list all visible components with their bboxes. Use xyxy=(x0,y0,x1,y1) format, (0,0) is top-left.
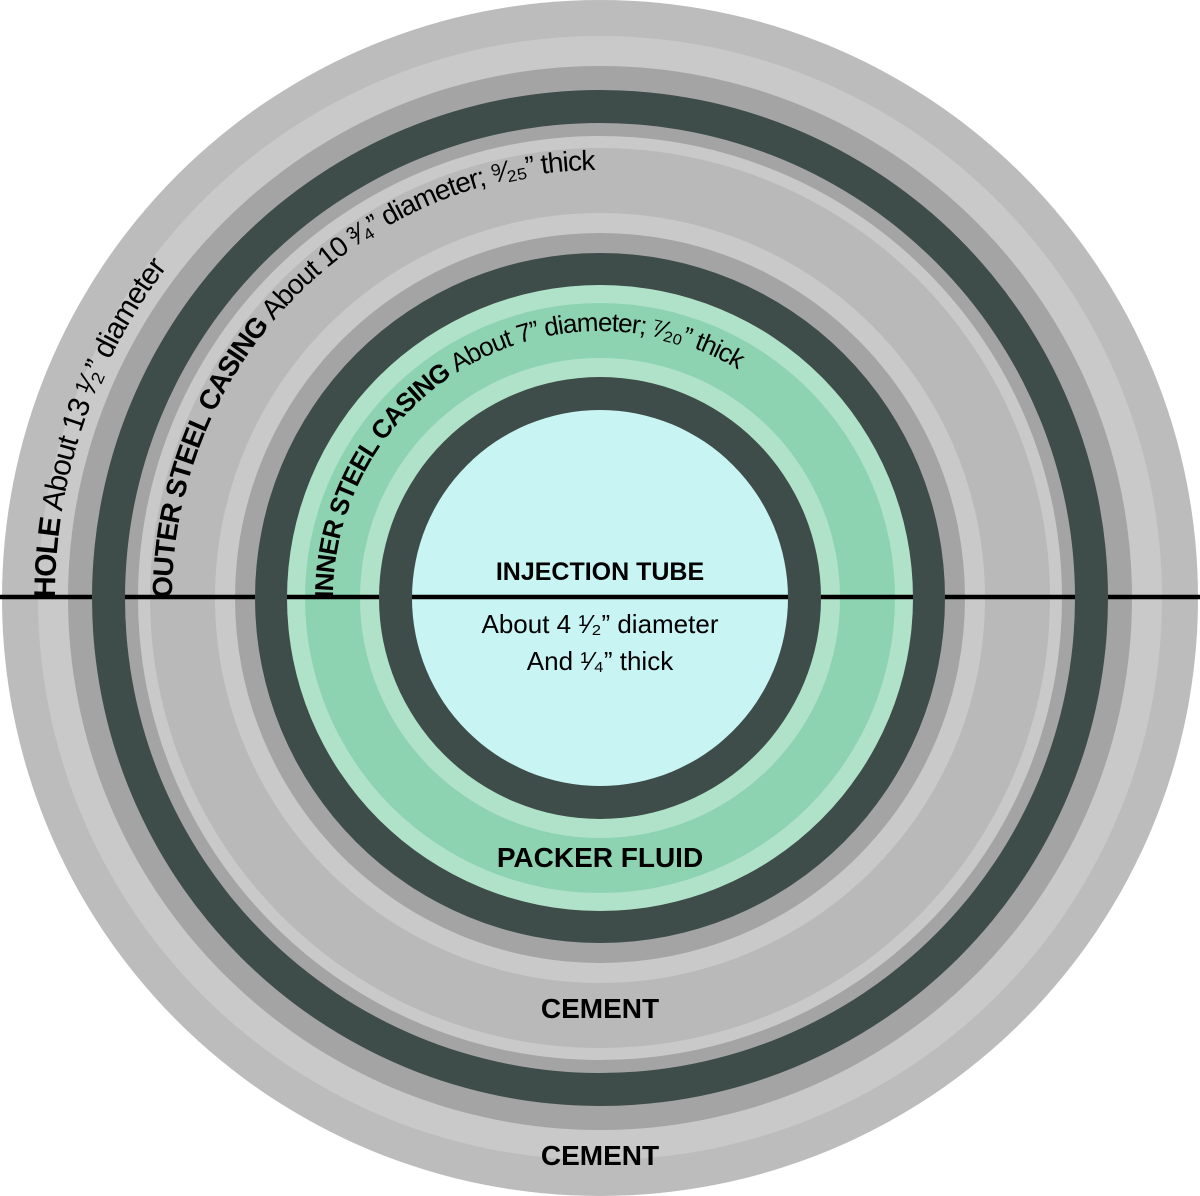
packer-fluid-label: PACKER FLUID xyxy=(497,842,703,873)
injection-tube-diameter: About 4 ¹⁄₂” diameter xyxy=(482,609,719,639)
cement-label-inner: CEMENT xyxy=(541,993,659,1024)
injection-tube-thickness: And ¹⁄₄” thick xyxy=(527,646,674,676)
injection-tube-title: INJECTION TUBE xyxy=(496,558,704,586)
hole-label-name: HOLE xyxy=(29,516,68,599)
cement-label-outer: CEMENT xyxy=(541,1140,659,1171)
